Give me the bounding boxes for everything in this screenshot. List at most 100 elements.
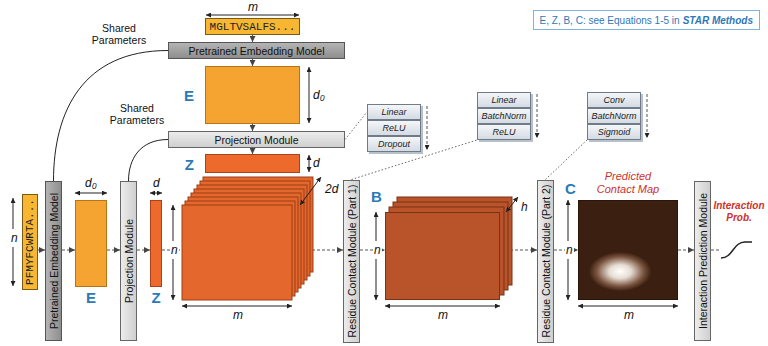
module-bar: Residue Contact Module (Part 1) xyxy=(343,180,360,343)
node-text: Pretrained Embedding Model xyxy=(189,45,325,57)
dimension-label: n xyxy=(565,243,574,257)
flow-arrow xyxy=(62,250,75,251)
dimension-arrow xyxy=(385,306,500,307)
node-text: Sigmoid xyxy=(598,127,631,137)
flow-arrow xyxy=(107,250,120,251)
matrix-label: E xyxy=(184,87,194,104)
dimension-label: n xyxy=(10,231,19,245)
projection-matrix: Z xyxy=(150,200,162,287)
dimension-arrow xyxy=(578,306,678,307)
node-text: ReLU xyxy=(492,127,515,137)
node-text: Projection Module xyxy=(123,219,135,303)
dimension-label: m xyxy=(438,308,448,322)
layer-box: Dropout xyxy=(367,136,421,152)
note-box: E, Z, B, C: see Equations 1-5 inSTAR Met… xyxy=(533,10,760,30)
dimension-label: n xyxy=(170,243,179,257)
flow-arrow xyxy=(678,250,694,251)
dimension-arrow xyxy=(173,205,174,241)
node-text: E, Z, B, C: see Equations 1-5 in xyxy=(540,15,680,26)
layer-box: BatchNorm xyxy=(587,108,641,124)
flow-arrow xyxy=(38,250,45,251)
dimension-label: 2d xyxy=(325,182,338,196)
output-label: Interaction Prob. xyxy=(712,200,766,224)
dimension-arrow xyxy=(75,193,107,194)
flow-line xyxy=(711,250,720,251)
node-text: Interaction Prediction Module xyxy=(697,193,709,329)
model-box: Pretrained Embedding Model xyxy=(168,42,345,59)
sequence-box: MGLTVSALFS... xyxy=(205,18,300,35)
node-text: Linear xyxy=(491,95,516,105)
module-bar: Interaction Prediction Module xyxy=(694,181,711,341)
dimension-arrow xyxy=(13,198,14,229)
node-text: Linear xyxy=(381,107,406,117)
node-text: BatchNorm xyxy=(591,111,636,121)
note-label: Shared Parameters xyxy=(88,22,150,46)
matrix-label: Predicted Contact Map xyxy=(588,170,668,196)
dimension-label: n xyxy=(373,243,382,257)
dimension-arrow xyxy=(13,247,14,286)
contact-map: Predicted Contact MapC xyxy=(578,200,678,300)
dimension-arrow xyxy=(206,15,299,16)
layer-box: ReLU xyxy=(477,124,531,140)
node-text: Projection Module xyxy=(214,134,298,146)
node-text: Conv xyxy=(603,95,624,105)
dimension-label: d xyxy=(153,176,160,190)
layer-box: ReLU xyxy=(367,120,421,136)
node-text: STAR Methods xyxy=(683,15,753,26)
dimension-label: d₀ xyxy=(313,88,325,102)
layer-box: Linear xyxy=(477,92,531,108)
sigmoid-symbol xyxy=(721,242,752,258)
detail-link xyxy=(546,140,588,180)
layer-box: Sigmoid xyxy=(587,124,641,140)
flow-arrow xyxy=(252,124,253,131)
node-text: BatchNorm xyxy=(481,111,526,121)
matrix-label: B xyxy=(371,188,382,205)
dimension-label: m xyxy=(248,0,258,14)
dimension-arrow xyxy=(150,193,162,194)
layer-box: Conv xyxy=(587,92,641,108)
module-bar: Projection Module xyxy=(120,181,137,341)
projection-matrix: Z xyxy=(205,154,300,173)
matrix-label: Z xyxy=(185,155,194,172)
flow-arrow xyxy=(537,94,538,138)
module-box: Projection Module xyxy=(168,131,345,148)
layer-box: Linear xyxy=(367,104,421,120)
layer-box: BatchNorm xyxy=(477,108,531,124)
flow-arrow xyxy=(252,59,253,66)
dimension-arrow xyxy=(376,259,377,300)
node-text: Dropout xyxy=(378,139,410,149)
dimension-arrow xyxy=(309,155,310,172)
flow-arrow xyxy=(252,35,253,42)
sequence-box: PFMYFCWRTA... xyxy=(22,194,38,290)
model-bar: Pretrained Embedding Model xyxy=(45,181,62,341)
module-bar: Residue Contact Module (Part 2) xyxy=(537,180,554,343)
node-text: Residue Contact Module (Part 2) xyxy=(540,185,552,338)
node-text: PFMYFCWRTA... xyxy=(24,199,36,285)
node-text: ReLU xyxy=(382,123,405,133)
shared-link xyxy=(129,140,169,182)
node-text: MGLTVSALFS... xyxy=(210,21,296,33)
flow-arrow xyxy=(137,250,150,251)
flow-arrow xyxy=(427,106,428,150)
dimension-label: m xyxy=(624,308,634,322)
dimension-arrow xyxy=(182,306,292,307)
dimension-label: h xyxy=(521,200,528,214)
contact-tensor: B xyxy=(385,212,500,300)
dimension-arrow xyxy=(173,259,174,300)
note-label: Shared Parameters xyxy=(106,102,168,126)
matrix-label: Z xyxy=(151,289,160,306)
detail-link xyxy=(345,112,367,140)
node-text: Residue Contact Module (Part 1) xyxy=(346,185,358,338)
dimension-label: d xyxy=(313,156,320,170)
dimension-arrow xyxy=(568,200,569,241)
dimension-arrow xyxy=(568,259,569,300)
shared-link xyxy=(54,51,169,182)
dimension-arrow xyxy=(376,212,377,241)
matrix-label: E xyxy=(86,289,96,306)
dimension-label: d₀ xyxy=(85,176,97,190)
node-text: Pretrained Embedding Model xyxy=(48,193,60,329)
embedding-matrix: E xyxy=(75,200,107,287)
matrix-label: C xyxy=(565,180,576,197)
dimension-label: m xyxy=(233,308,243,322)
